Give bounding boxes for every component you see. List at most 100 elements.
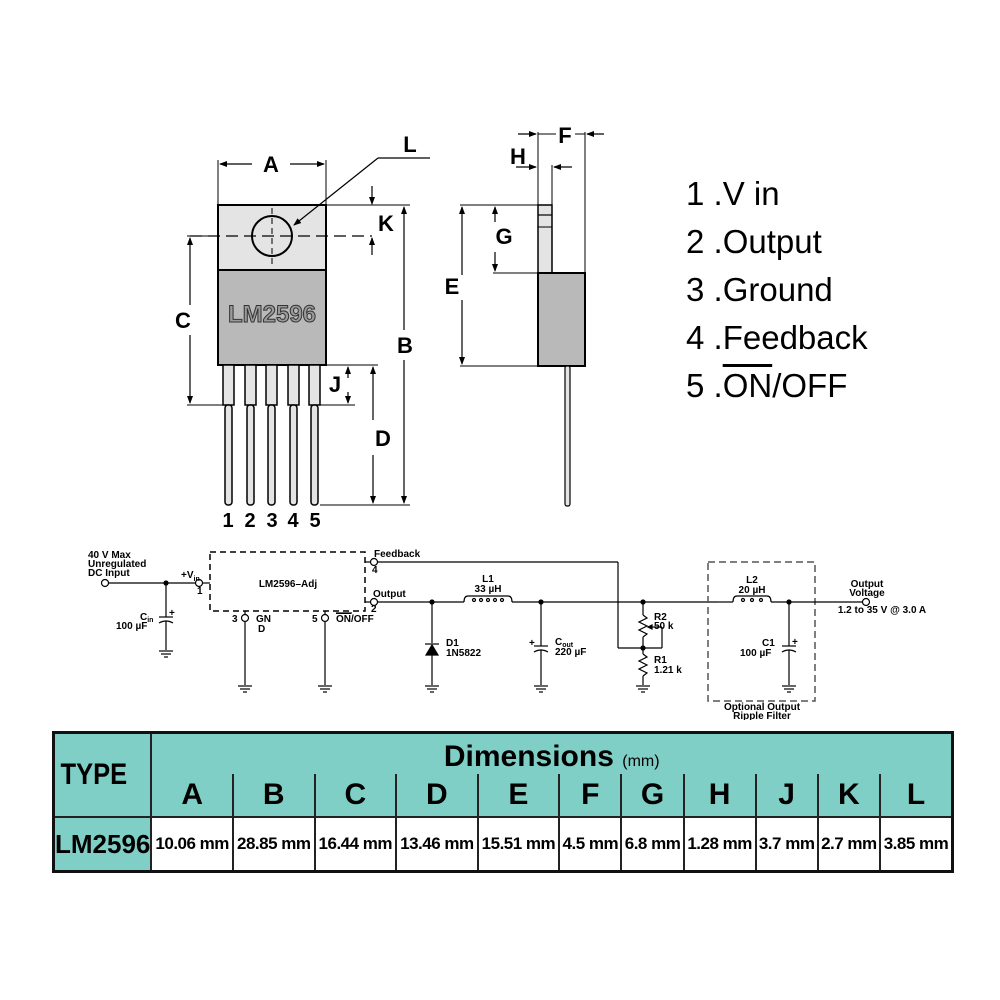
- column-header-g: G: [620, 774, 685, 818]
- pin-number-1: 1: [222, 510, 233, 532]
- pins: [222, 364, 321, 506]
- l2-name: L2: [746, 575, 758, 586]
- r2-value: 50 k: [654, 621, 674, 632]
- dim-label-g: G: [495, 224, 512, 249]
- column-header-c: C: [313, 774, 398, 818]
- cin-value: 100 µF: [116, 621, 147, 632]
- c1-name: C1: [762, 638, 775, 649]
- ic-box: [209, 551, 366, 612]
- feedback-label: Feedback: [374, 549, 421, 560]
- cout-value: 220 µF: [555, 647, 586, 658]
- ripple-filter-box: [707, 561, 816, 702]
- application-schematic: 40 V Max Unregulated DC Input +Vin 1 + C…: [88, 549, 926, 720]
- column-header-h: H: [682, 774, 757, 818]
- out-voltage-range: 1.2 to 35 V @ 3.0 A: [838, 605, 926, 616]
- l1-value: 33 µH: [475, 584, 502, 595]
- cout-label: Cout: [555, 637, 574, 649]
- ic-name: LM2596–Adj: [259, 579, 318, 590]
- d1-value: 1N5822: [446, 648, 481, 659]
- input-label-line2: Unregulated: [88, 559, 146, 570]
- dimension-value-l: 3.85 mm: [878, 816, 954, 873]
- pin-list-item: 2 .Output: [686, 223, 822, 260]
- c1-value: 100 µF: [740, 648, 771, 659]
- dim-label-c: C: [175, 308, 191, 333]
- cout-plus: +: [529, 638, 535, 649]
- r2-resistor: [637, 614, 649, 638]
- pin5-label: 5: [312, 614, 318, 625]
- dimensions-title: Dimensions (mm): [150, 731, 954, 774]
- package-side-view: F H E G: [445, 123, 604, 507]
- dim-label-h: H: [510, 144, 526, 169]
- r1-name: R1: [654, 655, 667, 666]
- column-header-b: B: [231, 774, 316, 818]
- gnd-label-1: GN: [256, 614, 271, 625]
- dim-label-d: D: [375, 426, 391, 451]
- dim-label-l: L: [403, 132, 416, 157]
- pin-number-3: 3: [266, 510, 277, 532]
- vin-label: +Vin: [181, 570, 200, 583]
- column-header-l: L: [878, 774, 954, 818]
- row-type-cell: LM2596: [52, 816, 153, 873]
- dimension-value-k: 2.7 mm: [816, 816, 881, 873]
- dimension-value-j: 3.7 mm: [754, 816, 819, 873]
- dim-label-f: F: [558, 123, 571, 148]
- l1-inductor: [463, 595, 513, 603]
- dim-label-e: E: [445, 274, 460, 299]
- pin2-label: 2: [371, 604, 377, 615]
- filter-label-1: Optional Output: [724, 702, 801, 713]
- pin-list-item: 1 .V in: [686, 175, 780, 212]
- dimension-value-h: 1.28 mm: [682, 816, 757, 873]
- pin-number-5: 5: [309, 510, 320, 532]
- dimension-value-b: 28.85 mm: [231, 816, 316, 873]
- output-terminal: [861, 597, 871, 607]
- gnd-label-2: D: [258, 624, 265, 635]
- d1-diode: [424, 643, 440, 656]
- dimension-value-f: 4.5 mm: [558, 816, 623, 873]
- pin-list-item: 3 .Ground: [686, 271, 833, 308]
- input-label-line3: DC Input: [88, 568, 130, 579]
- r2-name: R2: [654, 612, 667, 623]
- onoff-label: ON/OFF: [336, 614, 374, 625]
- column-header-a: A: [150, 774, 234, 818]
- dimension-value-e: 15.51 mm: [476, 816, 561, 873]
- dimension-value-a: 10.06 mm: [150, 816, 234, 873]
- dim-label-b: B: [397, 333, 413, 358]
- package-and-schematic-drawing: LM2596 1 2 3 4 5 A L K: [88, 123, 926, 720]
- package-front-view: LM2596 1 2 3 4 5 A L K: [175, 132, 430, 532]
- dim-label-j: J: [329, 372, 341, 397]
- dim-label-a: A: [263, 152, 279, 177]
- out-voltage-label-2: Voltage: [849, 588, 885, 599]
- filter-label-2: Ripple Filter: [733, 711, 791, 720]
- l2-inductor: [732, 595, 772, 603]
- column-header-e: E: [476, 774, 561, 818]
- cin-label: Cin: [140, 612, 153, 624]
- dimension-value-g: 6.8 mm: [620, 816, 685, 873]
- column-header-j: J: [754, 774, 819, 818]
- pin-list-item: 4 .Feedback: [686, 319, 868, 356]
- pin-number-4: 4: [287, 510, 299, 532]
- input-label-line1: 40 V Max: [88, 550, 131, 561]
- l2-value: 20 µH: [739, 585, 766, 596]
- c1-plus: +: [792, 637, 798, 648]
- l1-name: L1: [482, 574, 494, 585]
- pin3-label: 3: [232, 614, 238, 625]
- chip-marking: LM2596: [228, 301, 316, 328]
- r1-resistor: [637, 653, 649, 677]
- pin-number-2: 2: [244, 510, 255, 532]
- column-header-f: F: [558, 774, 623, 818]
- input-terminal: [100, 578, 110, 588]
- pin4-label: 4: [372, 565, 378, 576]
- pin1-label: 1: [197, 586, 203, 597]
- side-lead: [564, 365, 571, 507]
- output-label: Output: [373, 589, 406, 600]
- cin-plus: +: [169, 608, 175, 619]
- package-body: [217, 269, 327, 366]
- out-voltage-label-1: Output: [851, 579, 884, 590]
- r1-value: 1.21 k: [654, 665, 682, 676]
- side-body: [537, 272, 586, 367]
- column-header-d: D: [395, 774, 479, 818]
- dimension-value-c: 16.44 mm: [313, 816, 398, 873]
